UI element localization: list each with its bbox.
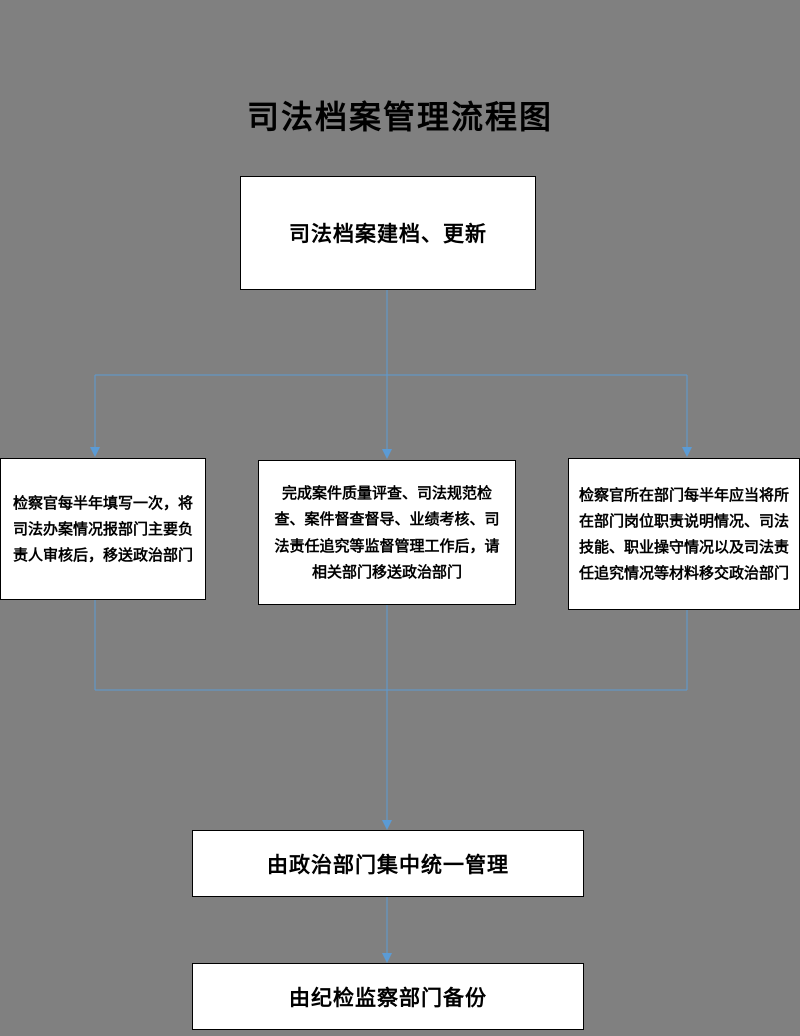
node-branch-right: 检察官所在部门每半年应当将所在部门岗位职责说明情况、司法技能、职业操守情况以及司… bbox=[568, 458, 800, 610]
arrowhead-manage bbox=[382, 820, 392, 830]
node-manage: 由政治部门集中统一管理 bbox=[192, 830, 584, 897]
node-backup: 由纪检监察部门备份 bbox=[192, 963, 584, 1030]
arrowhead-left bbox=[90, 447, 100, 457]
arrowhead-right bbox=[682, 447, 692, 457]
arrowhead-middle bbox=[382, 449, 392, 459]
node-backup-label: 由纪检监察部门备份 bbox=[289, 985, 487, 1010]
arrowhead-backup bbox=[382, 953, 392, 963]
node-branch-left-label: 检察官每半年填写一次，将司法办案情况报部门主要负责人审核后，移送政治部门 bbox=[12, 493, 193, 565]
node-branch-right-label: 检察官所在部门每半年应当将所在部门岗位职责说明情况、司法技能、职业操守情况以及司… bbox=[579, 485, 790, 583]
page-title: 司法档案管理流程图 bbox=[246, 98, 553, 136]
node-manage-label: 由政治部门集中统一管理 bbox=[267, 852, 509, 877]
node-start-label: 司法档案建档、更新 bbox=[289, 222, 487, 246]
node-branch-middle-label: 完成案件质量评查、司法规范检查、案件督查督导、业绩考核、司法责任追究等监督管理工… bbox=[274, 484, 500, 581]
node-branch-middle: 完成案件质量评查、司法规范检查、案件督查督导、业绩考核、司法责任追究等监督管理工… bbox=[258, 460, 516, 605]
node-branch-left: 检察官每半年填写一次，将司法办案情况报部门主要负责人审核后，移送政治部门 bbox=[0, 458, 206, 600]
node-start: 司法档案建档、更新 bbox=[240, 176, 536, 290]
